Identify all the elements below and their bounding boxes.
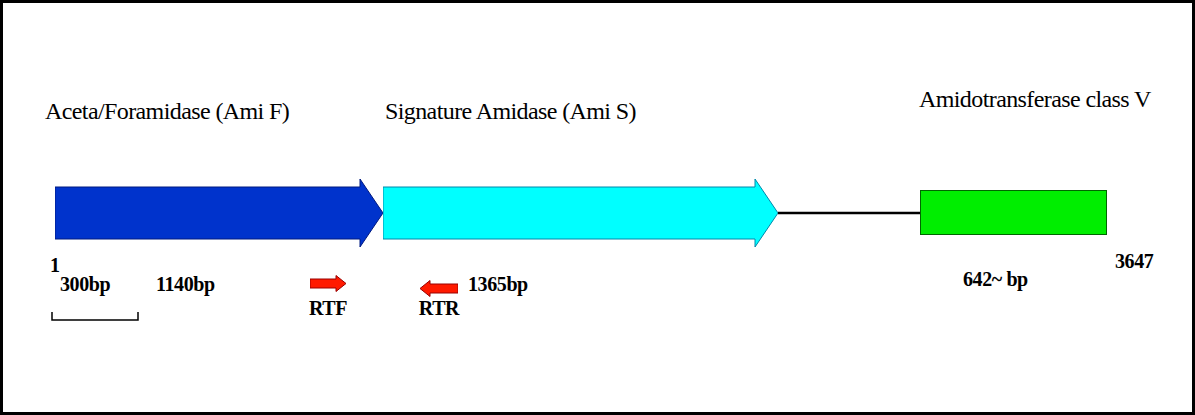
primer-label: RTF	[309, 297, 347, 320]
primer-label: RTR	[419, 297, 459, 320]
length-label: 1140bp	[156, 273, 215, 296]
position-number: 3647	[1115, 250, 1153, 273]
arrow-outline	[310, 276, 346, 292]
length-label: 642~ bp	[963, 268, 1028, 291]
gene-arrow: Signature Amidase (Ami S)	[383, 178, 778, 248]
intergenic-line	[778, 212, 920, 215]
scale-bar	[52, 312, 138, 320]
primer-arrow: RTF	[310, 275, 346, 292]
gene-box: Amidotransferase class V	[920, 190, 1107, 235]
gene-name: Amidotransferase class V	[919, 86, 1151, 113]
arrow-outline	[55, 179, 383, 247]
arrow-shape	[310, 275, 346, 292]
length-label: 1365bp	[468, 273, 528, 296]
position-number: 1	[50, 254, 60, 277]
gene-name: Aceta/Foramidase (Ami F)	[45, 98, 289, 125]
arrow-shape	[420, 280, 458, 297]
arrow-outline	[383, 179, 778, 247]
primer-arrow: RTR	[420, 280, 458, 297]
arrow-shape	[55, 178, 383, 248]
length-label: 300bp	[60, 273, 110, 296]
arrow-shape	[383, 178, 778, 248]
gene-arrow: Aceta/Foramidase (Ami F)	[55, 178, 383, 248]
arrow-outline	[420, 281, 458, 297]
gene-name: Signature Amidase (Ami S)	[385, 98, 636, 125]
